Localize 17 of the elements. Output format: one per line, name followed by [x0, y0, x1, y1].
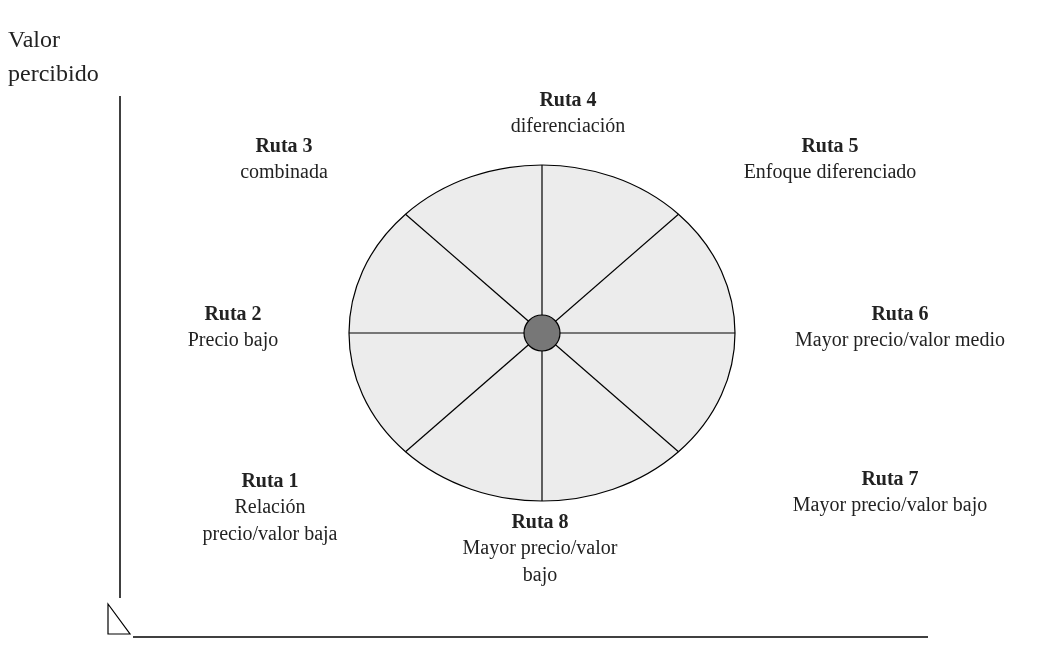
route-title: Ruta 2	[203, 301, 263, 326]
route-description: Relación precio/valor baja	[201, 494, 339, 547]
axis-label: Valor percibido	[8, 25, 100, 88]
route-title: Ruta 1	[240, 468, 300, 493]
route-description: Mayor precio/valor bajo	[461, 535, 619, 588]
route-description: Precio bajo	[186, 327, 280, 353]
route-title: Ruta 4	[538, 87, 598, 112]
route-description: Mayor precio/valor medio	[794, 327, 1006, 353]
route-title: Ruta 5	[800, 133, 860, 158]
route-description: Mayor precio/valor bajo	[791, 492, 989, 518]
route-description: diferenciación	[509, 113, 627, 138]
route-title: Ruta 8	[510, 509, 570, 534]
route-title: Ruta 7	[860, 466, 920, 491]
route-title: Ruta 6	[870, 301, 930, 326]
route-title: Ruta 3	[254, 133, 314, 158]
route-description: combinada	[239, 159, 329, 184]
route-description: Enfoque diferenciado	[742, 159, 918, 185]
